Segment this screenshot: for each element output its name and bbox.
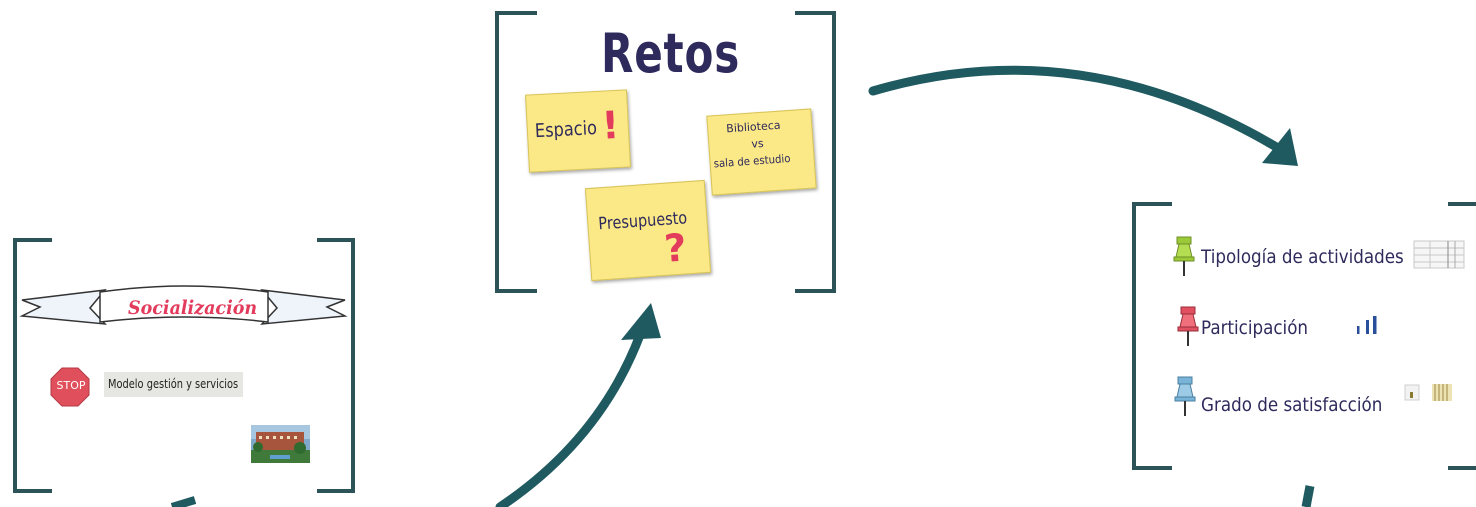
- table-thumbnail: [1413, 240, 1465, 269]
- note-espacio: Espacio !: [525, 89, 631, 173]
- pushpin-green-icon: [1173, 236, 1195, 276]
- stop-sign-label: STOP: [56, 379, 86, 392]
- stop-sign-icon: [50, 367, 90, 407]
- note-biblioteca-line2: vs: [750, 136, 765, 151]
- modelo-gestion-label: Modelo gestión y servicios: [108, 377, 239, 391]
- pushpin-red-icon: [1177, 306, 1199, 346]
- arrow-stub-right: [1301, 485, 1315, 507]
- modelo-gestion-box: Modelo gestión y servicios: [104, 372, 243, 397]
- bar-chart-thumbnail: [1357, 316, 1377, 334]
- item-tipologia-label: Tipología de actividades: [1201, 246, 1404, 268]
- socializacion-banner-label: Socialización: [128, 297, 258, 319]
- note-biblioteca-line1: Biblioteca: [725, 118, 781, 136]
- note-biblioteca: Biblioteca vs sala de estudio: [706, 108, 817, 196]
- socializacion-banner: [19, 285, 348, 325]
- evaluacion-frame: [1132, 202, 1476, 470]
- arrow-socializacion-to-retos: [495, 330, 645, 507]
- retos-frame: [495, 11, 836, 293]
- retos-title: Retos: [601, 22, 741, 85]
- arrow-stub-left: [170, 496, 197, 507]
- note-biblioteca-line3: sala de estudio: [713, 152, 791, 171]
- question-mark-icon: ?: [662, 225, 688, 271]
- note-espacio-label: Espacio: [534, 117, 598, 143]
- arrow-head-retos: [621, 303, 661, 340]
- note-presupuesto: Presupuesto ?: [584, 179, 712, 282]
- satisfaction-thumbnails: [1404, 384, 1452, 401]
- pushpin-blue-icon: [1174, 376, 1196, 416]
- socializacion-frame: [13, 238, 355, 493]
- building-photo-image: [251, 425, 310, 463]
- item-satisfaccion-label: Grado de satisfacción: [1201, 394, 1383, 416]
- item-participacion-label: Participación: [1201, 317, 1309, 339]
- exclamation-icon: !: [600, 102, 621, 148]
- arrow-retos-to-evaluacion: [868, 65, 1283, 153]
- arrow-head-evaluacion: [1262, 128, 1298, 166]
